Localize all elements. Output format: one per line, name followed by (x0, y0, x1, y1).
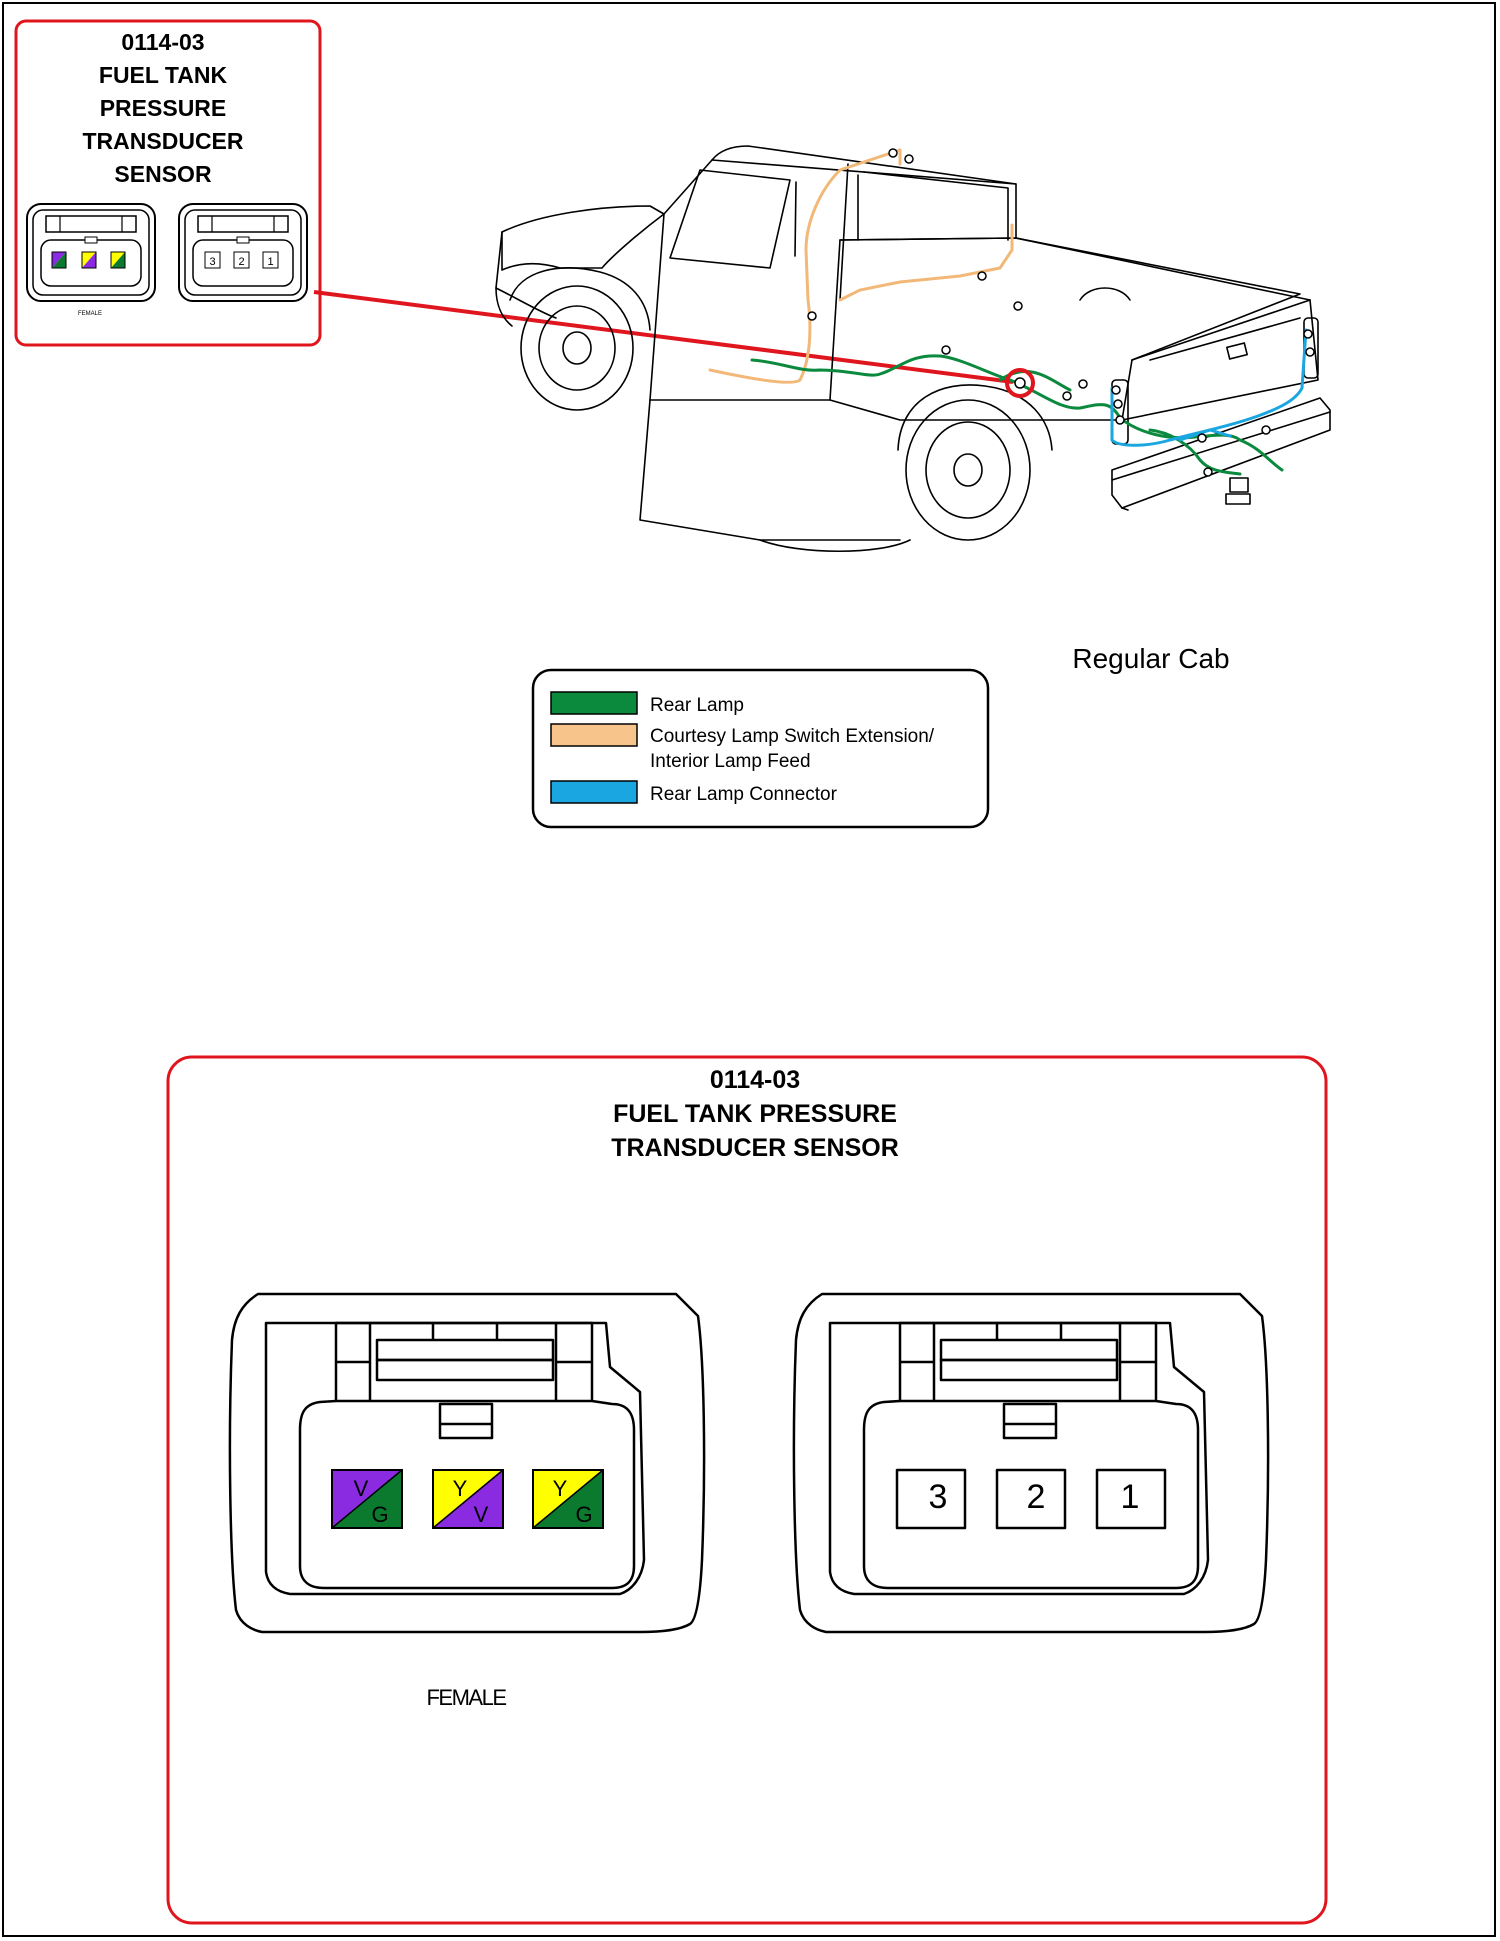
small-pin-number-2: 2 (238, 256, 244, 268)
legend: Rear Lamp Courtesy Lamp Switch Extension… (531, 668, 990, 829)
large-pin-number-1: 1 (1121, 1478, 1140, 1516)
harness-connectors (807, 148, 1315, 477)
small-female-label: FEMALE (78, 311, 102, 317)
large-pin-3-top-color: Y (553, 1476, 568, 1501)
large-callout[interactable]: 0114-03 FUEL TANK PRESSURE TRANSDUCER SE… (166, 1055, 1328, 1941)
large-callout-title-line-2: FUEL TANK PRESSURE (613, 1100, 897, 1128)
small-callout-title-line-4: TRANSDUCER (83, 128, 244, 154)
sensor-location-highlight[interactable] (1005, 368, 1035, 398)
large-callout-border (166, 1055, 1328, 1925)
small-callout-title-line-1: 0114-03 (121, 29, 204, 55)
large-female-pin-1 (331, 1469, 403, 1529)
small-callout-title-line-5: SENSOR (114, 161, 212, 187)
legend-label-rear-lamp: Rear Lamp (650, 695, 744, 716)
small-callout-title-line-2: FUEL TANK (99, 62, 228, 88)
harness-courtesy-lamp (708, 148, 1014, 384)
legend-label-courtesy-lamp-line-2: Interior Lamp Feed (650, 751, 811, 772)
large-pin-2-bottom-color: V (474, 1502, 489, 1527)
large-pin-number-2: 2 (1027, 1478, 1046, 1516)
pickup-truck-drawing (495, 145, 1331, 552)
large-pin-1-bottom-color: G (371, 1502, 388, 1527)
large-female-pin-2 (432, 1469, 504, 1529)
legend-swatch-rear-lamp-connector (550, 780, 638, 804)
large-pin-2-top-color: Y (453, 1476, 468, 1501)
legend-swatch-rear-lamp (550, 691, 638, 715)
leader-line (313, 290, 1014, 384)
large-female-connector (228, 1292, 706, 1634)
large-pin-number-3: 3 (929, 1478, 948, 1516)
large-female-pin-3 (532, 1469, 604, 1529)
small-female-connector (26, 203, 156, 302)
large-callout-title-line-1: 0114-03 (710, 1066, 800, 1094)
small-pin-connector (178, 203, 308, 302)
legend-label-rear-lamp-connector: Rear Lamp Connector (650, 784, 838, 805)
small-callout[interactable]: 0114-03 FUEL TANK PRESSURE TRANSDUCER SE… (14, 19, 322, 347)
large-pin-1-top-color: V (354, 1476, 369, 1501)
sensor-connector-marker (1014, 377, 1026, 389)
legend-label-courtesy-lamp-line-1: Courtesy Lamp Switch Extension/ (650, 726, 935, 747)
legend-swatch-courtesy-lamp (550, 723, 638, 747)
small-pin-number-1: 1 (267, 256, 273, 268)
large-pin-3-bottom-color: G (575, 1502, 592, 1527)
small-callout-border (14, 19, 322, 347)
vehicle-label: Regular Cab (1072, 643, 1229, 674)
large-callout-title-line-3: TRANSDUCER SENSOR (611, 1134, 899, 1162)
large-pin-connector (792, 1292, 1270, 1634)
legend-box (531, 668, 990, 829)
harness-rear-lamp-connector (1110, 328, 1308, 447)
small-callout-title-line-3: PRESSURE (100, 95, 227, 121)
large-female-label: FEMALE (426, 1685, 506, 1710)
small-pin-number-3: 3 (209, 256, 215, 268)
